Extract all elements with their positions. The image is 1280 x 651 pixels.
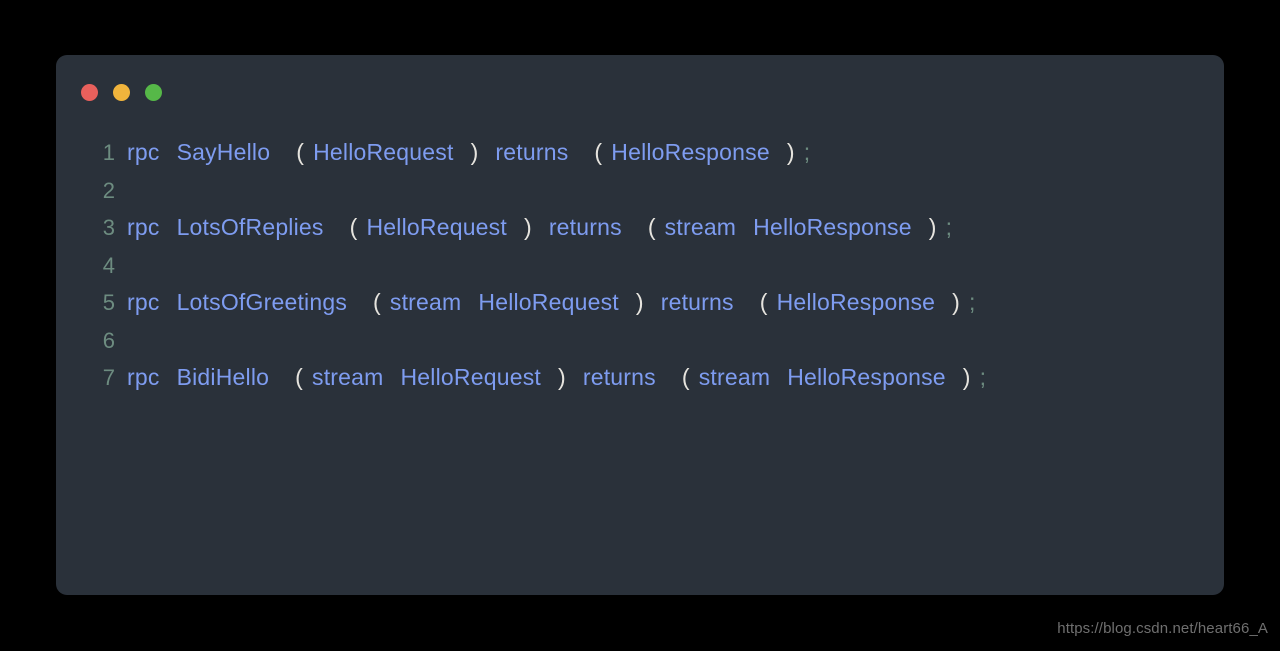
code-token: ( [594, 139, 603, 165]
line-number: 1 [102, 140, 115, 165]
line-number: 5 [102, 290, 115, 315]
code-token: ; [969, 289, 976, 315]
line-number: 3 [102, 215, 115, 240]
code-line-content[interactable]: rpc BidiHello ( stream HelloRequest) returns (… [115, 359, 986, 397]
code-token: LotsOfReplies [176, 214, 324, 240]
code-line[interactable]: 2 [56, 172, 1224, 210]
code-token: HelloRequest [478, 289, 619, 315]
code-token: ) [952, 289, 961, 315]
code-token: ) [635, 289, 644, 315]
code-token: ) [523, 214, 532, 240]
close-dot-icon[interactable] [81, 83, 98, 101]
code-token: stream [698, 364, 771, 390]
line-number: 2 [102, 177, 115, 203]
code-token: ( [349, 214, 358, 240]
code-token: ) [786, 139, 795, 165]
code-token: rpc [127, 289, 160, 315]
code-line[interactable]: 1 rpc SayHello ( HelloRequest) returns ( HelloR… [56, 134, 1224, 172]
code-line-content[interactable]: rpc LotsOfGreetings ( stream HelloRequest) re… [115, 284, 976, 322]
code-token: ; [945, 214, 953, 240]
line-number: 4 [102, 252, 115, 278]
window-titlebar [81, 83, 162, 101]
code-token: returns [495, 139, 569, 165]
code-token: ) [557, 364, 566, 390]
maximize-dot-icon[interactable] [145, 83, 162, 101]
code-line[interactable]: 3 rpc LotsOfReplies ( HelloRequest) returns ( s… [56, 209, 1224, 247]
line-number: 7 [102, 365, 115, 390]
code-token: ) [928, 214, 937, 240]
code-token: HelloResponse [776, 289, 936, 315]
code-token: rpc [127, 364, 160, 390]
code-token: ( [759, 289, 768, 315]
code-token: returns [582, 364, 656, 390]
code-line[interactable]: 4 [56, 247, 1224, 285]
code-editor-area[interactable]: 1 rpc SayHello ( HelloRequest) returns ( HelloR… [56, 134, 1224, 397]
code-token: ) [470, 139, 479, 165]
code-token: rpc [127, 214, 160, 240]
code-token: HelloResponse [787, 364, 946, 390]
code-line[interactable]: 7 rpc BidiHello ( stream HelloRequest) returns… [56, 359, 1224, 397]
code-token: rpc [127, 139, 160, 165]
code-line-content[interactable]: rpc SayHello ( HelloRequest) returns ( HelloRe… [115, 134, 810, 172]
code-token: ; [979, 364, 987, 390]
code-token: LotsOfGreetings [176, 289, 348, 315]
minimize-dot-icon[interactable] [113, 83, 130, 101]
code-token: HelloResponse [753, 214, 912, 240]
code-token: returns [548, 214, 622, 240]
line-number: 6 [102, 327, 115, 353]
code-token: ( [647, 214, 656, 240]
code-token: SayHello [176, 139, 271, 165]
code-window: 1 rpc SayHello ( HelloRequest) returns ( HelloR… [56, 55, 1224, 595]
code-line-content[interactable]: rpc LotsOfReplies ( HelloRequest) returns ( st… [115, 209, 952, 247]
code-line[interactable]: 6 [56, 322, 1224, 360]
code-token: HelloRequest [313, 139, 454, 165]
code-token: ( [373, 289, 381, 315]
code-token: ; [803, 139, 811, 165]
code-token: ( [295, 364, 303, 390]
code-token: stream [312, 364, 384, 390]
code-token: BidiHello [176, 364, 270, 390]
code-token: ( [296, 139, 305, 165]
code-token: HelloRequest [366, 214, 507, 240]
code-token: HelloResponse [611, 139, 770, 165]
code-token: HelloRequest [400, 364, 541, 390]
code-token: ( [681, 364, 690, 390]
code-token: stream [389, 289, 462, 315]
code-token: returns [660, 289, 734, 315]
code-token: stream [664, 214, 737, 240]
watermark-text: https://blog.csdn.net/heart66_A [1057, 620, 1268, 637]
code-token: ) [962, 364, 971, 390]
